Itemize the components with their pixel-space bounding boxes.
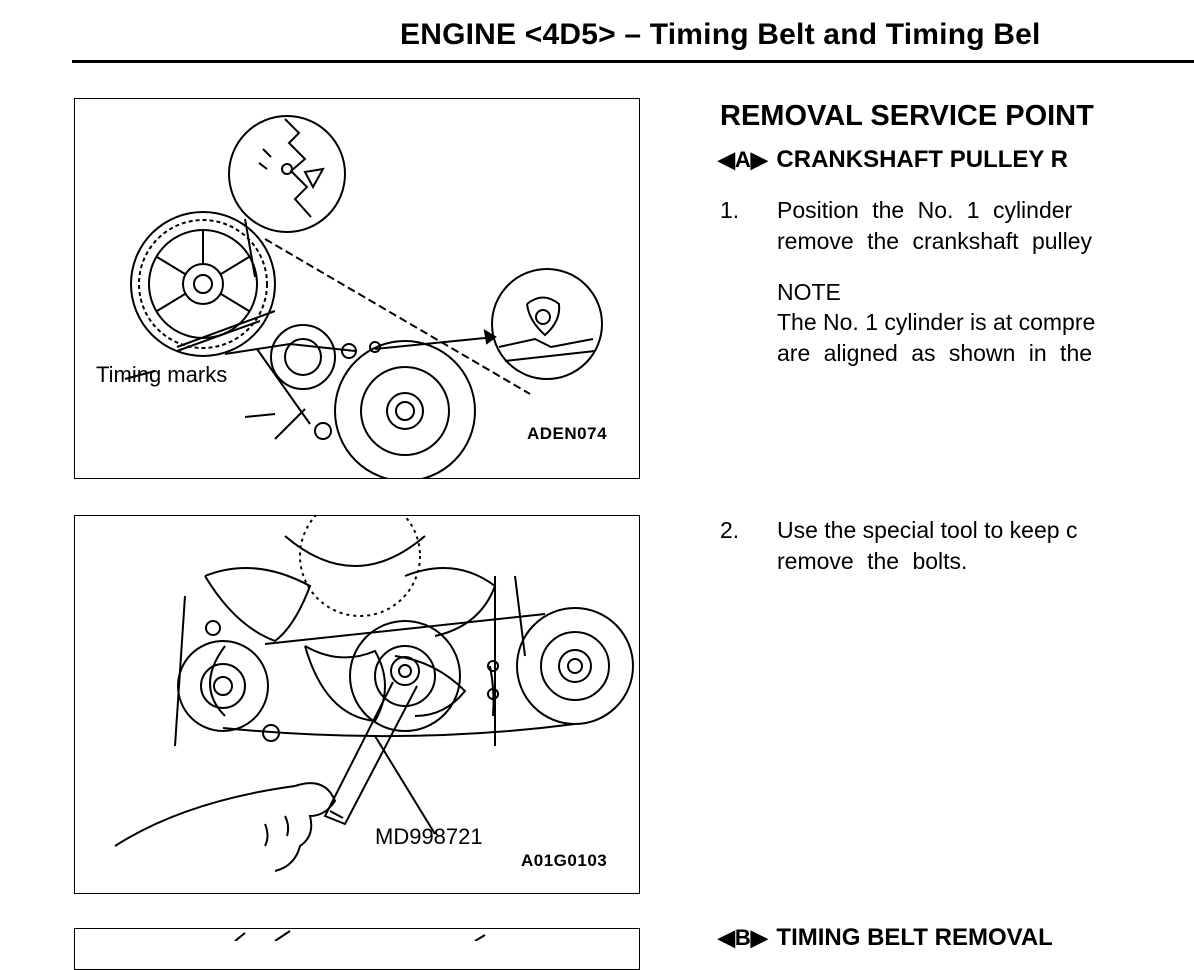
- subsection-heading-b: ◀B▶ TIMING BELT REMOVAL: [718, 924, 1053, 952]
- timing-mark-illustration: [234, 930, 486, 941]
- section-heading: REMOVAL SERVICE POINT: [720, 100, 1094, 132]
- step-number: 2.: [720, 517, 740, 543]
- step-number: 1.: [720, 197, 740, 223]
- figure-special-tool: MD998721 A01G0103: [74, 515, 640, 894]
- section-badge-b: ◀B▶: [718, 925, 768, 950]
- figure-code: A01G0103: [521, 851, 608, 870]
- note-title: NOTE: [777, 279, 841, 305]
- subsection-heading-a-text: CRANKSHAFT PULLEY R: [776, 146, 1068, 173]
- timing-marks-label: Timing marks: [96, 362, 228, 387]
- step-line: remove the bolts.: [777, 548, 968, 574]
- note-line: are aligned as shown in the: [777, 340, 1093, 366]
- tool-label: MD998721: [375, 824, 483, 849]
- step-line: Use the special tool to keep c: [777, 517, 1078, 543]
- figure-code: ADEN074: [527, 424, 608, 443]
- figure-timing-mark: [74, 928, 640, 970]
- note-line: The No. 1 cylinder is at compre: [777, 309, 1096, 335]
- subsection-heading-b-text: TIMING BELT REMOVAL: [776, 924, 1053, 951]
- header-divider: [72, 60, 1194, 63]
- figure-timing-marks: Timing marks ADEN074: [74, 98, 640, 479]
- step-line: remove the crankshaft pulley: [777, 228, 1093, 254]
- section-badge-a: ◀A▶: [718, 147, 768, 172]
- subsection-heading-a: ◀A▶ CRANKSHAFT PULLEY R: [718, 146, 1068, 174]
- step-line: Position the No. 1 cylinder: [777, 197, 1073, 223]
- timing-marks-illustration: [124, 115, 603, 478]
- page-header-title: ENGINE <4D5> – Timing Belt and Timing Be…: [400, 18, 1041, 51]
- special-tool-illustration: [114, 516, 634, 872]
